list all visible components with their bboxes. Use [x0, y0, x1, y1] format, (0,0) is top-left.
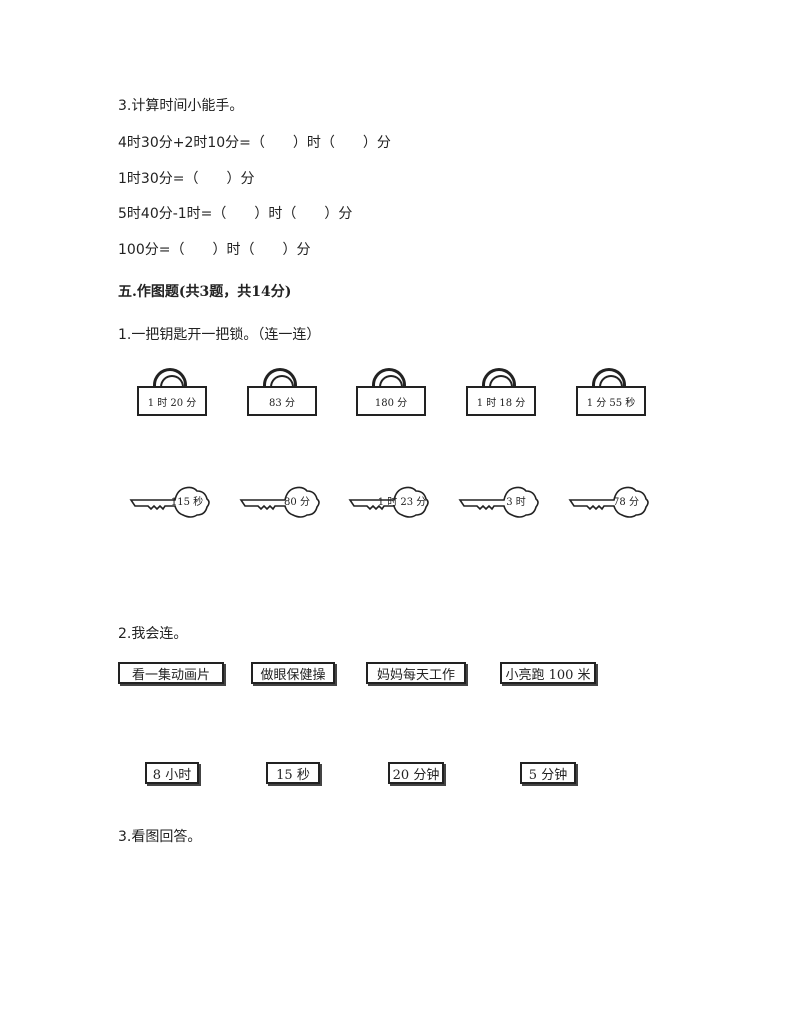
key-label: 78 分	[613, 497, 639, 508]
lock-5: 1 分 55 秒	[576, 368, 648, 418]
key-icon	[568, 486, 649, 518]
activity-box-3: 妈妈每天工作	[366, 662, 466, 684]
picture-question-title: 3.看图回答。	[118, 829, 202, 845]
matching-question-title: 2.我会连。	[118, 626, 188, 642]
key-icon	[129, 486, 210, 518]
lock-key-question-title: 1.一把钥匙开一把锁。（连一连）	[118, 327, 321, 343]
q3-title: 3.计算时间小能手。	[118, 98, 244, 114]
key-2: 80 分	[239, 485, 321, 519]
activity-box-1: 看一集动画片	[118, 662, 224, 684]
lock-label: 180 分	[356, 386, 426, 416]
duration-box-4: 5 分钟	[520, 762, 576, 784]
key-icon	[458, 486, 539, 518]
key-5: 78 分	[568, 485, 650, 519]
calc-line-2: 1时30分=（ ）分	[118, 171, 255, 187]
key-1: 115 秒	[129, 485, 211, 519]
lock-label: 1 时 20 分	[137, 386, 207, 416]
section-heading: 五.作图题(共3题，共14分)	[118, 284, 292, 300]
lock-label: 83 分	[247, 386, 317, 416]
lock-1: 1 时 20 分	[137, 368, 209, 418]
calc-line-4: 100分=（ ）时（ ）分	[118, 242, 311, 258]
lock-3: 180 分	[356, 368, 428, 418]
key-icon	[348, 486, 429, 518]
key-label: 80 分	[284, 497, 310, 508]
duration-box-1: 8 小时	[145, 762, 199, 784]
lock-label: 1 时 18 分	[466, 386, 536, 416]
calc-line-1: 4时30分+2时10分=（ ）时（ ）分	[118, 135, 391, 151]
key-label: 3 时	[506, 497, 526, 508]
calc-line-3: 5时40分-1时=（ ）时（ ）分	[118, 206, 353, 222]
lock-4: 1 时 18 分	[466, 368, 538, 418]
activity-box-2: 做眼保健操	[251, 662, 335, 684]
duration-box-2: 15 秒	[266, 762, 320, 784]
key-label: 1 时 23 分	[377, 497, 427, 508]
lock-label: 1 分 55 秒	[576, 386, 646, 416]
activity-box-4: 小亮跑 100 米	[500, 662, 596, 684]
key-label: 115 秒	[170, 497, 204, 508]
lock-2: 83 分	[247, 368, 319, 418]
key-3: 1 时 23 分	[348, 485, 430, 519]
key-4: 3 时	[458, 485, 540, 519]
duration-box-3: 20 分钟	[388, 762, 444, 784]
key-icon	[239, 486, 320, 518]
